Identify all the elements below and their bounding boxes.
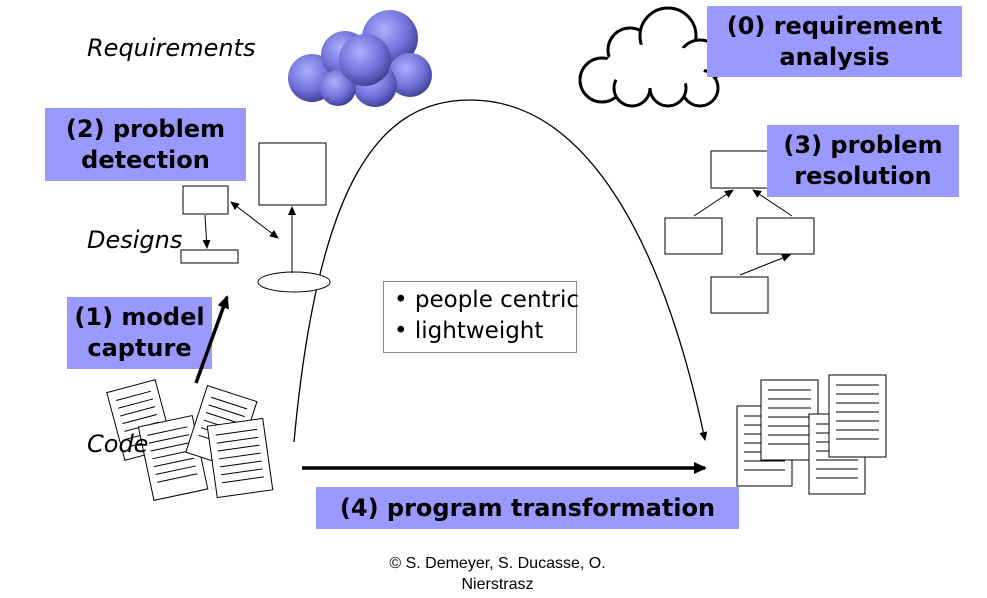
- cloud-filled-icon: [288, 10, 432, 107]
- document-stack-icon: [106, 379, 274, 501]
- bullet-item: • lightweight: [394, 318, 544, 344]
- requirements-label: Requirements: [87, 34, 256, 62]
- code-label: Code: [87, 430, 149, 458]
- step-model-capture: (1) model capture: [67, 297, 212, 369]
- step-requirement-analysis: (0) requirement analysis: [707, 6, 962, 77]
- step-problem-detection: (2) problem detection: [45, 108, 246, 181]
- document-stack-icon: [736, 374, 887, 495]
- copyright-line2: Nierstrasz: [461, 576, 534, 593]
- step-problem-resolution: (3) problem resolution: [767, 125, 959, 197]
- step-requirement-analysis-line2: analysis: [779, 42, 890, 71]
- step-problem-resolution-line2: resolution: [794, 162, 932, 190]
- copyright-notice: © S. Demeyer, S. Ducasse, O. Nierstrasz: [360, 553, 635, 595]
- step-requirement-analysis-line1: (0) requirement: [726, 11, 943, 40]
- step-program-transformation-label: (4) program transformation: [339, 493, 716, 522]
- designs-label: Designs: [87, 226, 183, 254]
- left-design-diagram: [180, 142, 331, 293]
- step-problem-detection-line2: detection: [81, 145, 210, 174]
- bullet-item: • people centric: [394, 287, 580, 313]
- right-design-diagram: [664, 150, 815, 314]
- step-problem-detection-line1: (2) problem: [65, 114, 226, 143]
- step-model-capture-line1: (1) model: [74, 303, 205, 331]
- step-model-capture-line2: capture: [87, 334, 192, 362]
- cloud-outline-icon: [578, 6, 724, 108]
- copyright-line1: © S. Demeyer, S. Ducasse, O.: [389, 555, 606, 572]
- step-program-transformation: (4) program transformation: [316, 487, 739, 529]
- step-problem-resolution-line1: (3) problem: [783, 131, 943, 159]
- characteristics-box: • people centric • lightweight: [383, 281, 580, 353]
- reengineering-arc: [293, 99, 708, 443]
